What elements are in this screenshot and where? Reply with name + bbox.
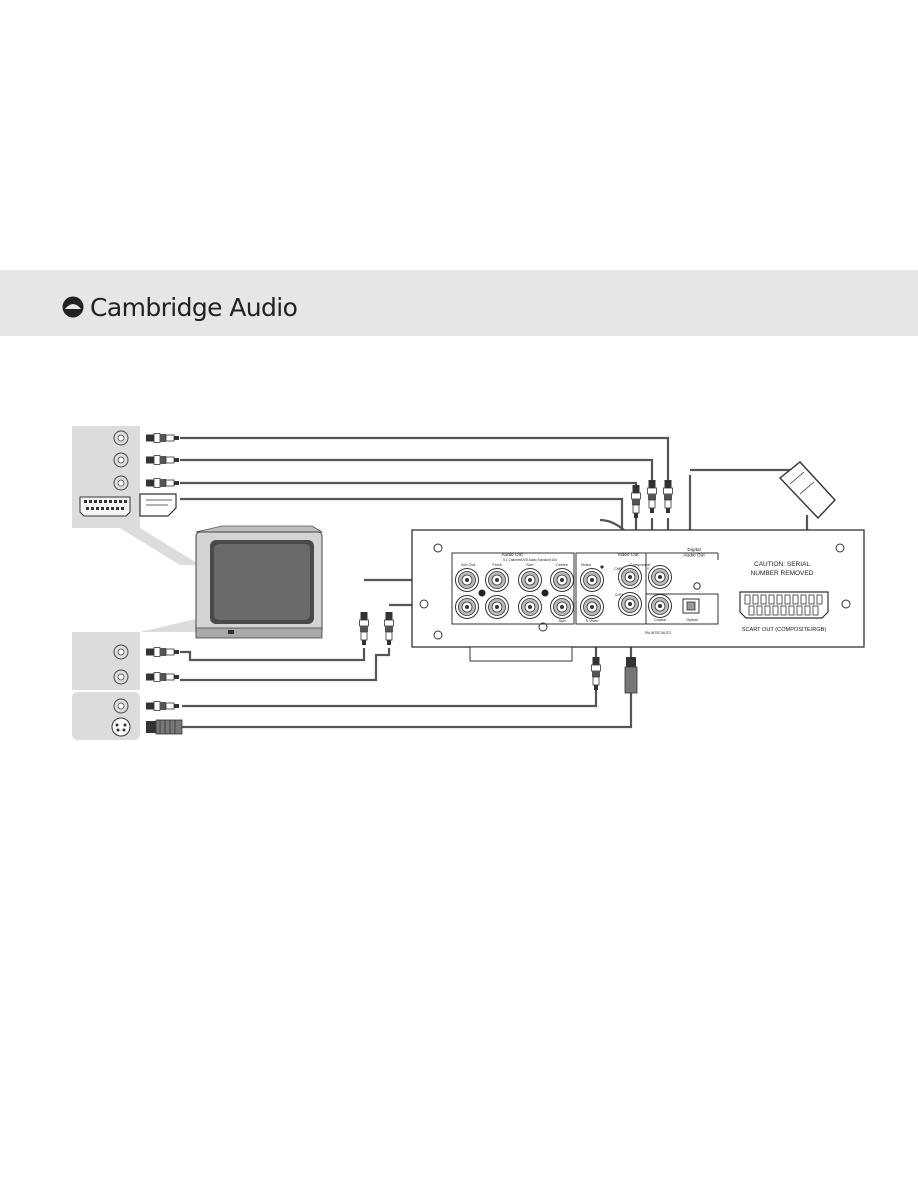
sub-label: Sub [558, 618, 566, 623]
video-label: Video [581, 562, 592, 567]
video-out-title: Video Out [617, 552, 639, 558]
svideo-label: S-Video [586, 619, 599, 623]
ch2-out-label: 2ch Out [461, 562, 476, 567]
coaxial-label: Coaxial [654, 618, 666, 622]
surr-label: Surr [526, 562, 534, 567]
video-inputs-panel [72, 692, 140, 740]
svideo-plug-icon [146, 719, 183, 735]
caution-line-2: NUMBER REMOVED [751, 570, 814, 577]
cambridge-audio-logo-icon [62, 296, 84, 318]
tv-component-jacks [113, 430, 129, 491]
player-rear-panel: Audio Out 5.1 Channel/DVD Audio Surround… [411, 529, 865, 662]
brand-name: Cambridge Audio [90, 292, 298, 322]
front-label: Front [492, 562, 502, 567]
tv-inputs-panel [72, 426, 200, 565]
y-label: Y [647, 567, 650, 571]
header-band [0, 270, 918, 336]
coaxial-jack [648, 594, 672, 618]
brand-logo: Cambridge Audio [62, 292, 298, 322]
centre-label: Centre [556, 562, 569, 567]
rca-plug-icon [145, 433, 180, 711]
video-in-jacks [111, 698, 131, 737]
cb-pb-label: Cb/Pb [614, 567, 624, 571]
scart-out-label: SCART OUT (COMPOSITE/RGB) [742, 627, 827, 633]
component-label: Component [630, 562, 652, 567]
scart-plug-icon [778, 461, 836, 520]
tv-icon [195, 525, 324, 639]
optical-label: Optical [686, 618, 697, 622]
tv-scart-socket [79, 496, 131, 517]
audio-out-title: Audio Out [501, 552, 523, 558]
caution-line-1: CAUTION: SERIAL [754, 561, 810, 568]
scart-plug-icon [139, 493, 177, 517]
audio-out-subtitle: 5.1 Channel/DVD Audio Surround Out [503, 558, 557, 562]
pal-ntsc-label: PAL/NTSC/AUTO [645, 631, 672, 635]
scart-socket [739, 591, 829, 619]
cr-pr-label: Cr/Pr [615, 593, 624, 597]
svideo-plug-icon [624, 657, 638, 694]
